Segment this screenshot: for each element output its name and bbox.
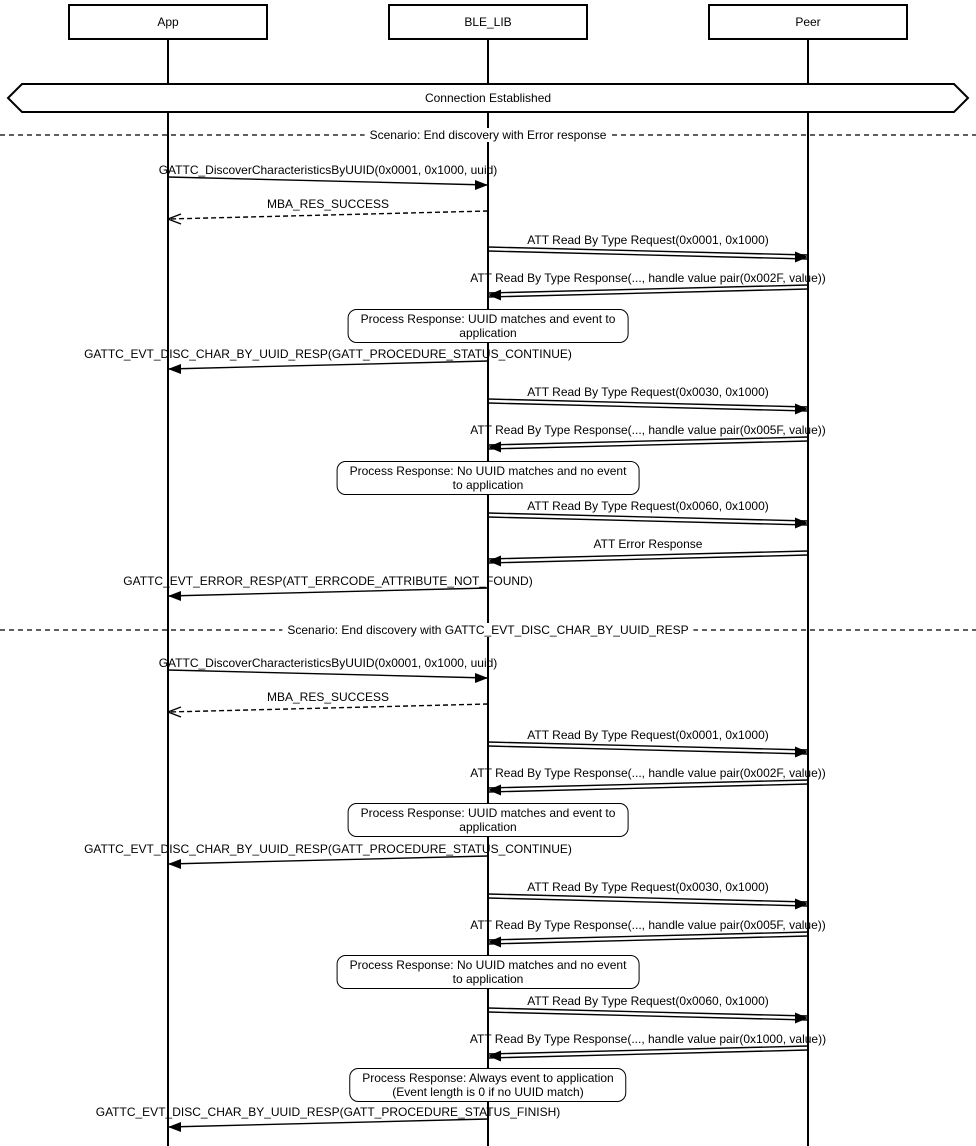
- message-line: [487, 779, 809, 789]
- message-line: [487, 1045, 809, 1055]
- actor-box-app: App: [68, 4, 268, 40]
- arrowhead: [795, 898, 808, 910]
- message-line: [487, 554, 809, 564]
- message-line: [487, 741, 809, 751]
- arrowhead: [488, 784, 501, 796]
- actor-label-app: App: [157, 15, 179, 29]
- message-line: [487, 1007, 809, 1017]
- message-line: [487, 893, 809, 903]
- message-line: [487, 783, 809, 793]
- message-line: [487, 402, 809, 412]
- arrowhead: [475, 673, 488, 683]
- message-line: [167, 1118, 489, 1128]
- arrowhead: [795, 1012, 808, 1024]
- message-line: [487, 745, 809, 755]
- arrowhead: [168, 1122, 181, 1132]
- arrowhead: [475, 180, 488, 190]
- message-line: [487, 897, 809, 907]
- arrowhead: [488, 1050, 501, 1062]
- message-line: [487, 250, 809, 260]
- message-line: [487, 512, 809, 522]
- arrowhead: [168, 591, 181, 601]
- arrowhead-open: [167, 213, 182, 220]
- message-line: [487, 440, 809, 450]
- arrowhead-open: [167, 706, 182, 713]
- message-line: [167, 703, 489, 713]
- message-line: [487, 516, 809, 526]
- connection-established-banner-label: Connection Established: [424, 91, 552, 105]
- arrowhead: [795, 746, 808, 758]
- arrowhead: [488, 289, 501, 301]
- message-line: [487, 246, 809, 256]
- message-line: [487, 1011, 809, 1021]
- message-line: [487, 288, 809, 298]
- message-line: [487, 398, 809, 408]
- arrowhead: [488, 936, 501, 948]
- message-line: [487, 284, 809, 294]
- message-line: [487, 436, 809, 446]
- connection-established-banner: [6, 83, 970, 113]
- message-line: [487, 550, 809, 560]
- message-line: [487, 931, 809, 941]
- message-line: [487, 1049, 809, 1059]
- message-line: [167, 669, 489, 679]
- message-line: [167, 360, 489, 370]
- arrowhead-open: [167, 711, 182, 718]
- arrowhead-open: [167, 218, 182, 225]
- arrowhead: [488, 555, 501, 567]
- arrowhead: [168, 364, 181, 374]
- arrowhead: [795, 403, 808, 415]
- arrowhead: [795, 517, 808, 529]
- arrowhead: [168, 859, 181, 869]
- actor-label-ble-lib: BLE_LIB: [464, 15, 512, 29]
- message-line: [167, 210, 489, 220]
- actor-box-peer: Peer: [708, 4, 908, 40]
- message-line: [167, 855, 489, 865]
- arrowhead: [795, 251, 808, 263]
- arrowhead: [488, 441, 501, 453]
- actor-box-ble-lib: BLE_LIB: [388, 4, 588, 40]
- actor-label-peer: Peer: [795, 15, 821, 29]
- message-line: [167, 587, 489, 597]
- message-line: [487, 935, 809, 945]
- message-line: [167, 176, 489, 186]
